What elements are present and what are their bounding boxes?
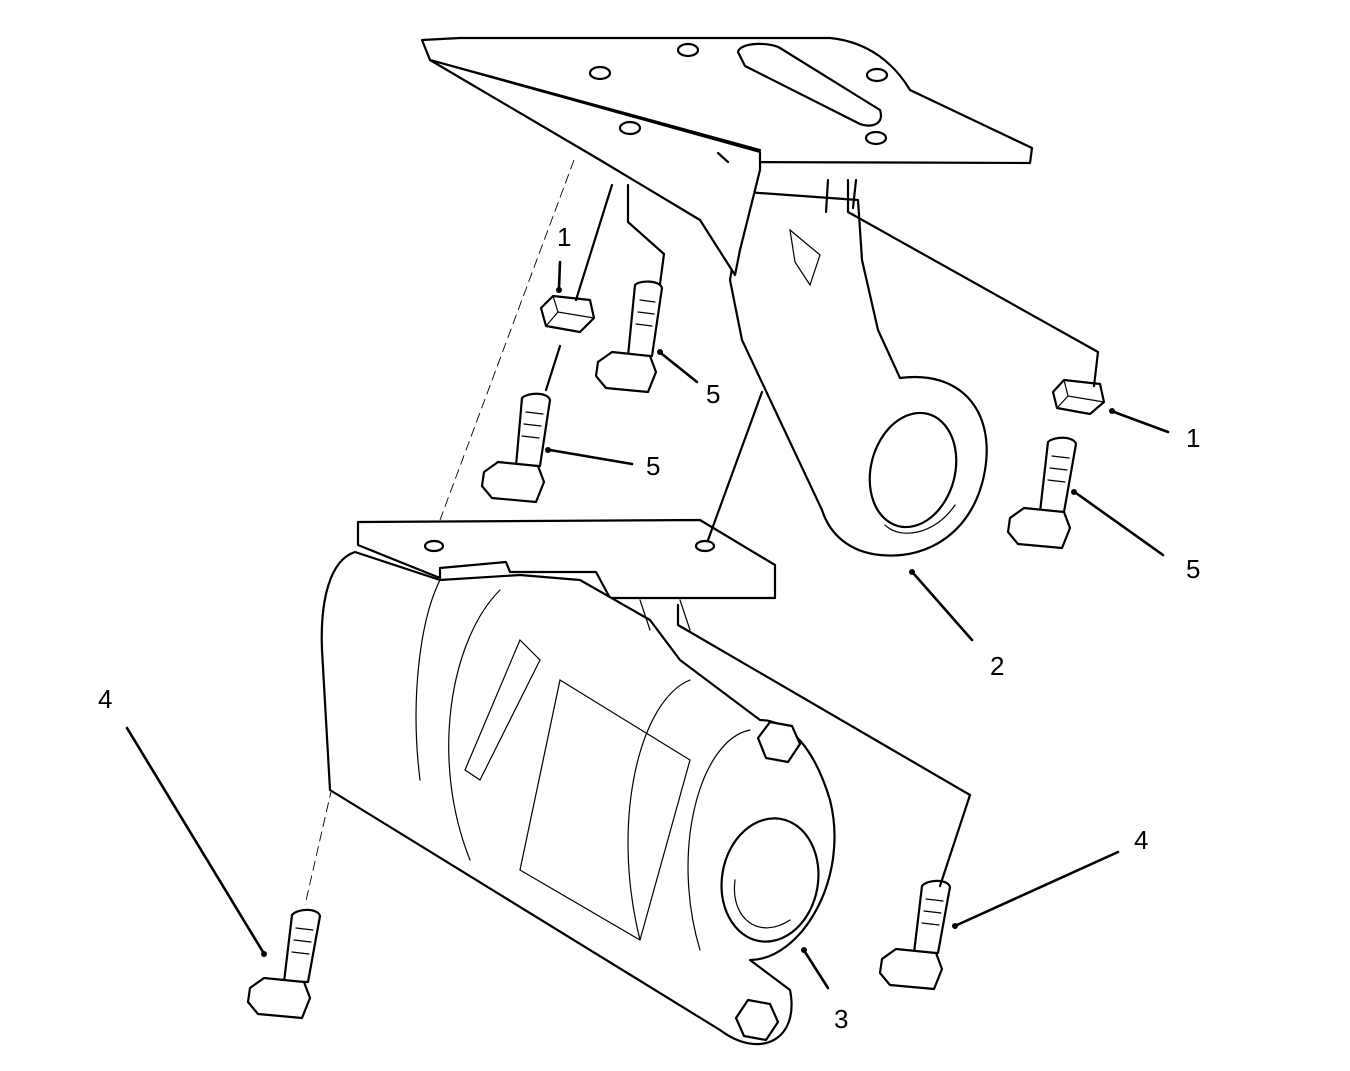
starter-motor: [320, 550, 836, 1046]
callout-labels: 1 1 5 5 5 2 4 4 3: [98, 222, 1200, 1034]
callout-label: 1: [1186, 423, 1200, 453]
bolt-right: [1006, 436, 1078, 550]
callout-label: 4: [98, 684, 112, 714]
nut-right: [1051, 378, 1106, 416]
callout-label: 2: [990, 651, 1004, 681]
callout-label: 5: [646, 451, 660, 481]
assembly-lines: [544, 178, 1100, 888]
upper-bracket: [420, 36, 1034, 557]
bolt-4-right: [878, 879, 952, 991]
bolt-upper-middle: [594, 280, 664, 394]
callout-label: 4: [1134, 825, 1148, 855]
callout-label: 3: [834, 1004, 848, 1034]
callout-leaders: [125, 260, 1170, 990]
callout-label: 5: [1186, 554, 1200, 584]
bolt-left-lower: [480, 392, 552, 504]
callout-label: 1: [557, 222, 571, 252]
nut-left: [539, 294, 596, 334]
bolt-4-left: [246, 908, 322, 1020]
callout-label: 5: [706, 379, 720, 409]
lower-plate: [356, 518, 777, 600]
